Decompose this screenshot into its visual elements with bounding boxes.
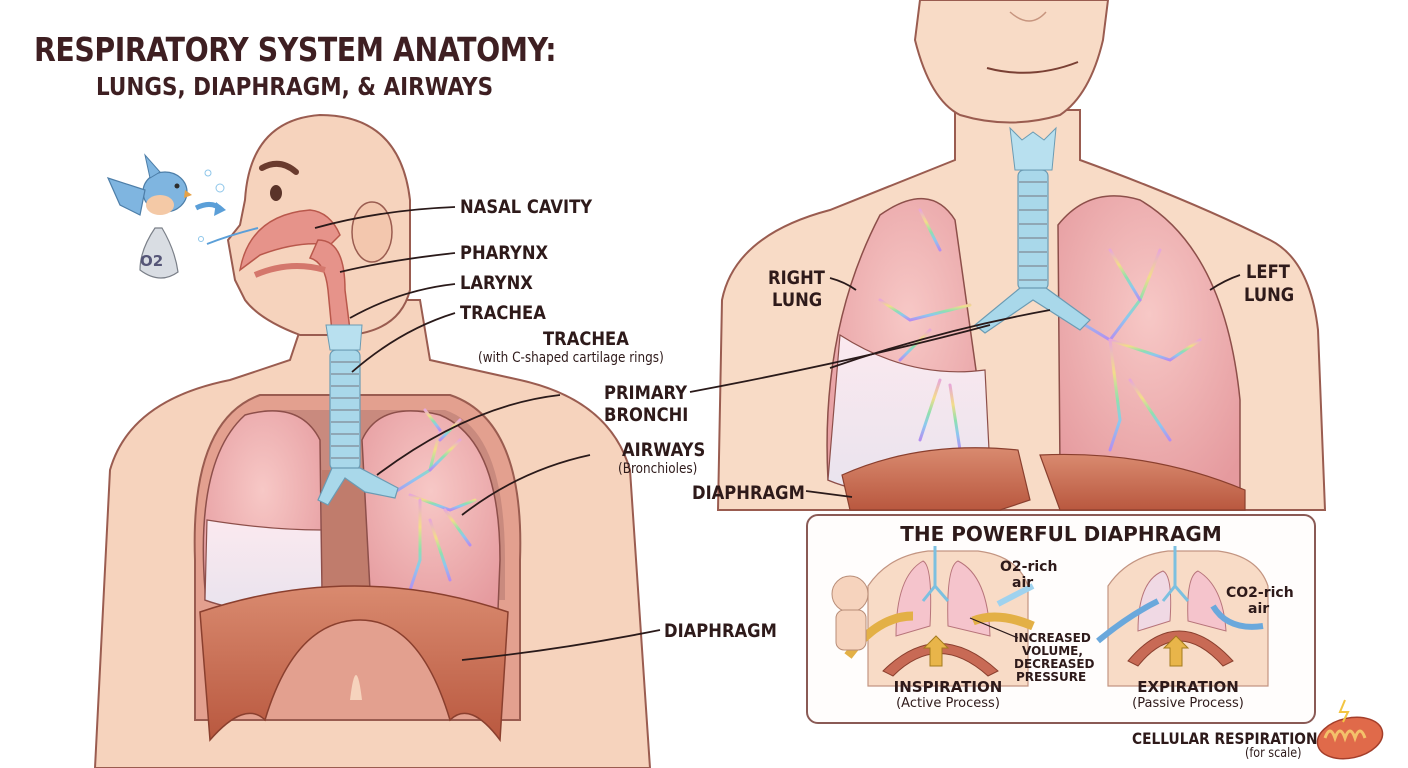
label-primary-bronchi-1: PRIMARY xyxy=(604,382,688,404)
label-left-lung-1: LEFT xyxy=(1246,261,1290,283)
page-subtitle: LUNGS, DIAPHRAGM, & AIRWAYS xyxy=(96,72,494,101)
co2-rich-air-2: air xyxy=(1248,601,1270,617)
note-decreased: DECREASED xyxy=(1014,657,1095,671)
label-trachea: TRACHEA xyxy=(460,302,546,324)
label-left-lung-2: LUNG xyxy=(1244,284,1295,306)
diaphragm-panel: THE POWERFUL DIAPHRAGM O2-rich air INCRE… xyxy=(806,514,1316,724)
panel-illustration xyxy=(831,546,1269,687)
bird-icon xyxy=(106,153,259,279)
label-pharynx: PHARYNX xyxy=(460,242,549,264)
label-right-lung-2: LUNG xyxy=(772,289,823,311)
o2-bag-label: O2 xyxy=(140,252,164,270)
left-leader-lines xyxy=(314,206,661,661)
cellular-respiration-label: CELLULAR RESPIRATION xyxy=(1132,729,1318,748)
inspiration-sub: (Active Process) xyxy=(896,696,1000,711)
expiration-label: EXPIRATION xyxy=(1137,678,1239,696)
label-nasal-cavity: NASAL CAVITY xyxy=(460,196,593,218)
label-right-lung-1: RIGHT xyxy=(768,267,825,289)
label-trachea-detail-sub: (with C-shaped cartilage rings) xyxy=(478,350,664,366)
note-increased: INCREASED xyxy=(1014,631,1091,645)
co2-rich-air-1: CO2-rich xyxy=(1226,585,1294,601)
panel-title: THE POWERFUL DIAPHRAGM xyxy=(900,522,1222,546)
o2-rich-air-1: O2-rich xyxy=(1000,559,1058,575)
right-leader-lines xyxy=(689,274,1241,498)
expiration-sub: (Passive Process) xyxy=(1132,696,1244,711)
note-pressure: PRESSURE xyxy=(1016,670,1087,684)
label-primary-bronchi-2: BRONCHI xyxy=(604,404,689,426)
right-figure-body xyxy=(716,0,1327,511)
label-trachea-detail: TRACHEA xyxy=(543,328,629,350)
o2-rich-air-2: air xyxy=(1012,575,1034,591)
label-larynx: LARYNX xyxy=(460,272,533,294)
left-figure-body xyxy=(93,113,652,768)
page-title: RESPIRATORY SYSTEM ANATOMY: xyxy=(34,30,557,69)
cellular-respiration-sub: (for scale) xyxy=(1245,746,1302,761)
inspiration-label: INSPIRATION xyxy=(893,678,1003,696)
label-airways: AIRWAYS xyxy=(622,439,706,461)
label-airways-sub: (Bronchioles) xyxy=(618,461,698,477)
mitochondrion-icon xyxy=(1316,699,1384,760)
label-diaphragm-left: DIAPHRAGM xyxy=(664,620,777,642)
note-volume: VOLUME, xyxy=(1022,644,1083,658)
label-diaphragm-right: DIAPHRAGM xyxy=(692,482,805,504)
